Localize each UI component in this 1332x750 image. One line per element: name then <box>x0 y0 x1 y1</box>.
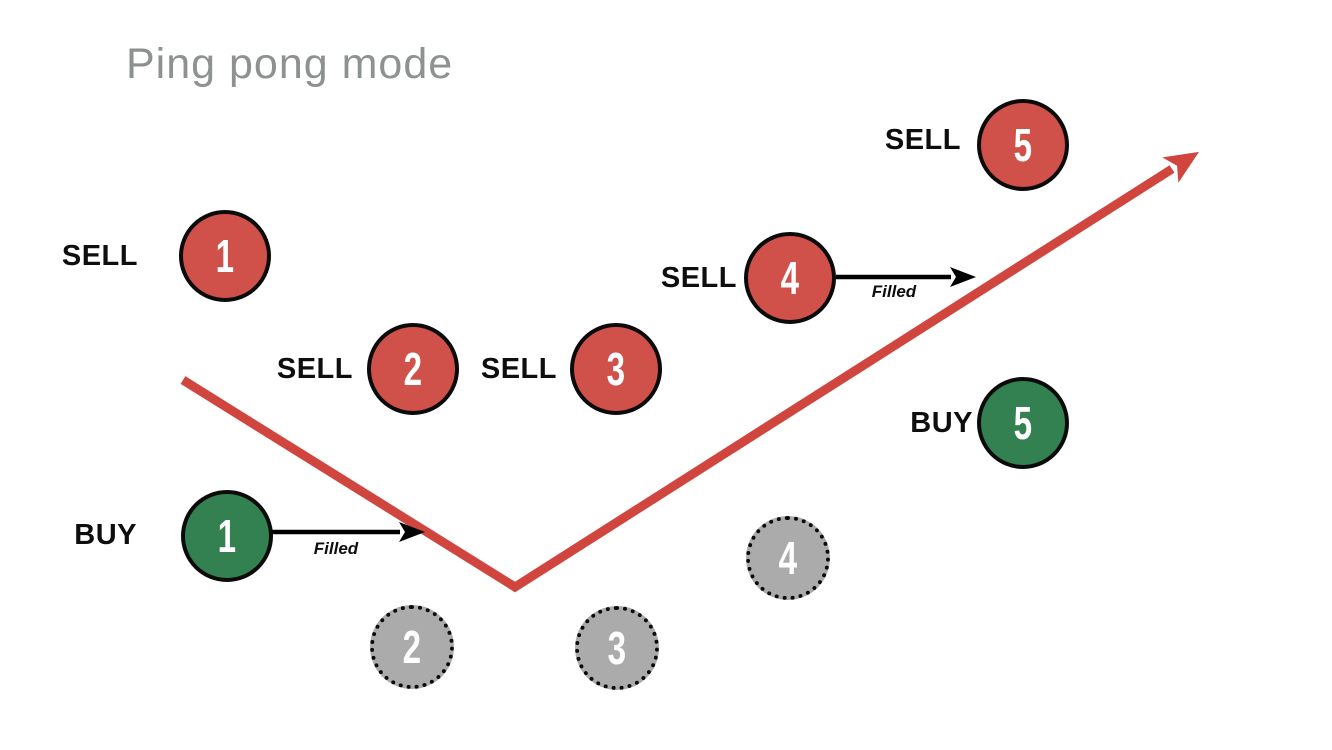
order-sell3-label: SELL <box>480 353 557 385</box>
order-sell4-circle: 4 <box>744 232 836 324</box>
order-pending3-circle: 3 <box>575 606 659 690</box>
order-buy1-number: 1 <box>217 510 237 562</box>
order-sell1-circle: 1 <box>179 210 271 302</box>
order-buy5-circle: 5 <box>977 377 1069 469</box>
order-sell4-label: SELL <box>660 262 737 294</box>
order-buy1-circle: 1 <box>181 490 273 582</box>
order-sell3-circle: 3 <box>570 323 662 415</box>
order-sell2-circle: 2 <box>367 323 459 415</box>
order-buy5-label: BUY <box>910 407 973 439</box>
order-sell2-number: 2 <box>403 343 423 395</box>
order-sell2-label: SELL <box>276 353 353 385</box>
order-pending4-circle: 4 <box>746 516 830 600</box>
order-sell3-number: 3 <box>606 343 626 395</box>
filled-annotation-buy1: Filled <box>313 539 359 558</box>
order-sell5-number: 5 <box>1013 119 1033 171</box>
order-pending3-number: 3 <box>607 622 627 674</box>
diagram-title: Ping pong mode <box>126 40 454 88</box>
order-sell5-label: SELL <box>884 124 961 156</box>
order-buy1-label: BUY <box>74 519 137 551</box>
order-pending2-circle: 2 <box>370 605 454 689</box>
order-sell4-number: 4 <box>780 252 800 304</box>
order-sell5-circle: 5 <box>977 99 1069 191</box>
order-buy5-number: 5 <box>1013 397 1033 449</box>
order-sell1-number: 1 <box>215 230 235 282</box>
order-pending4-number: 4 <box>778 532 798 584</box>
filled-annotation-sell4: Filled <box>871 282 917 301</box>
order-sell1-label: SELL <box>61 240 138 272</box>
price-trend-arrow <box>180 151 1199 593</box>
order-pending2-number: 2 <box>402 621 422 673</box>
